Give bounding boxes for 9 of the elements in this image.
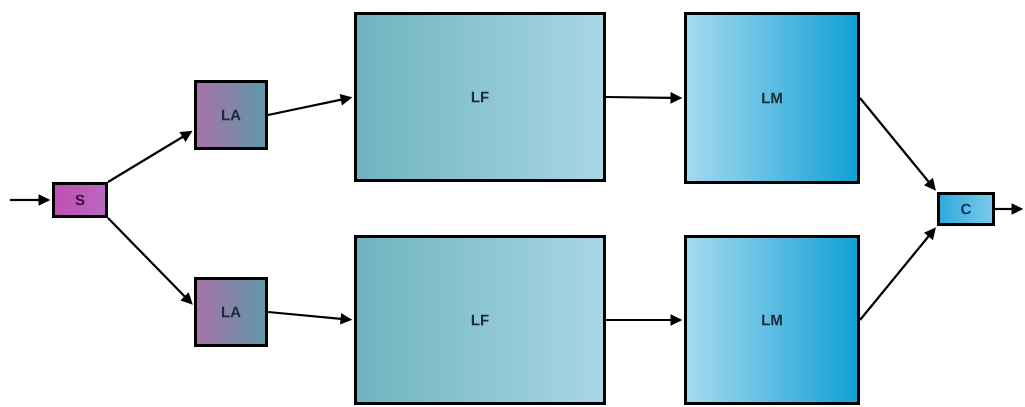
- process-box: LM: [684, 12, 860, 184]
- process-box: LM: [684, 235, 860, 405]
- process-box: LA: [194, 80, 268, 150]
- arrow: [107, 217, 193, 305]
- process-box: LF: [354, 235, 606, 405]
- process-box: LF: [354, 12, 606, 182]
- source-box: S: [52, 182, 108, 218]
- combiner-box: C: [937, 192, 995, 226]
- process-box: LA: [194, 277, 268, 347]
